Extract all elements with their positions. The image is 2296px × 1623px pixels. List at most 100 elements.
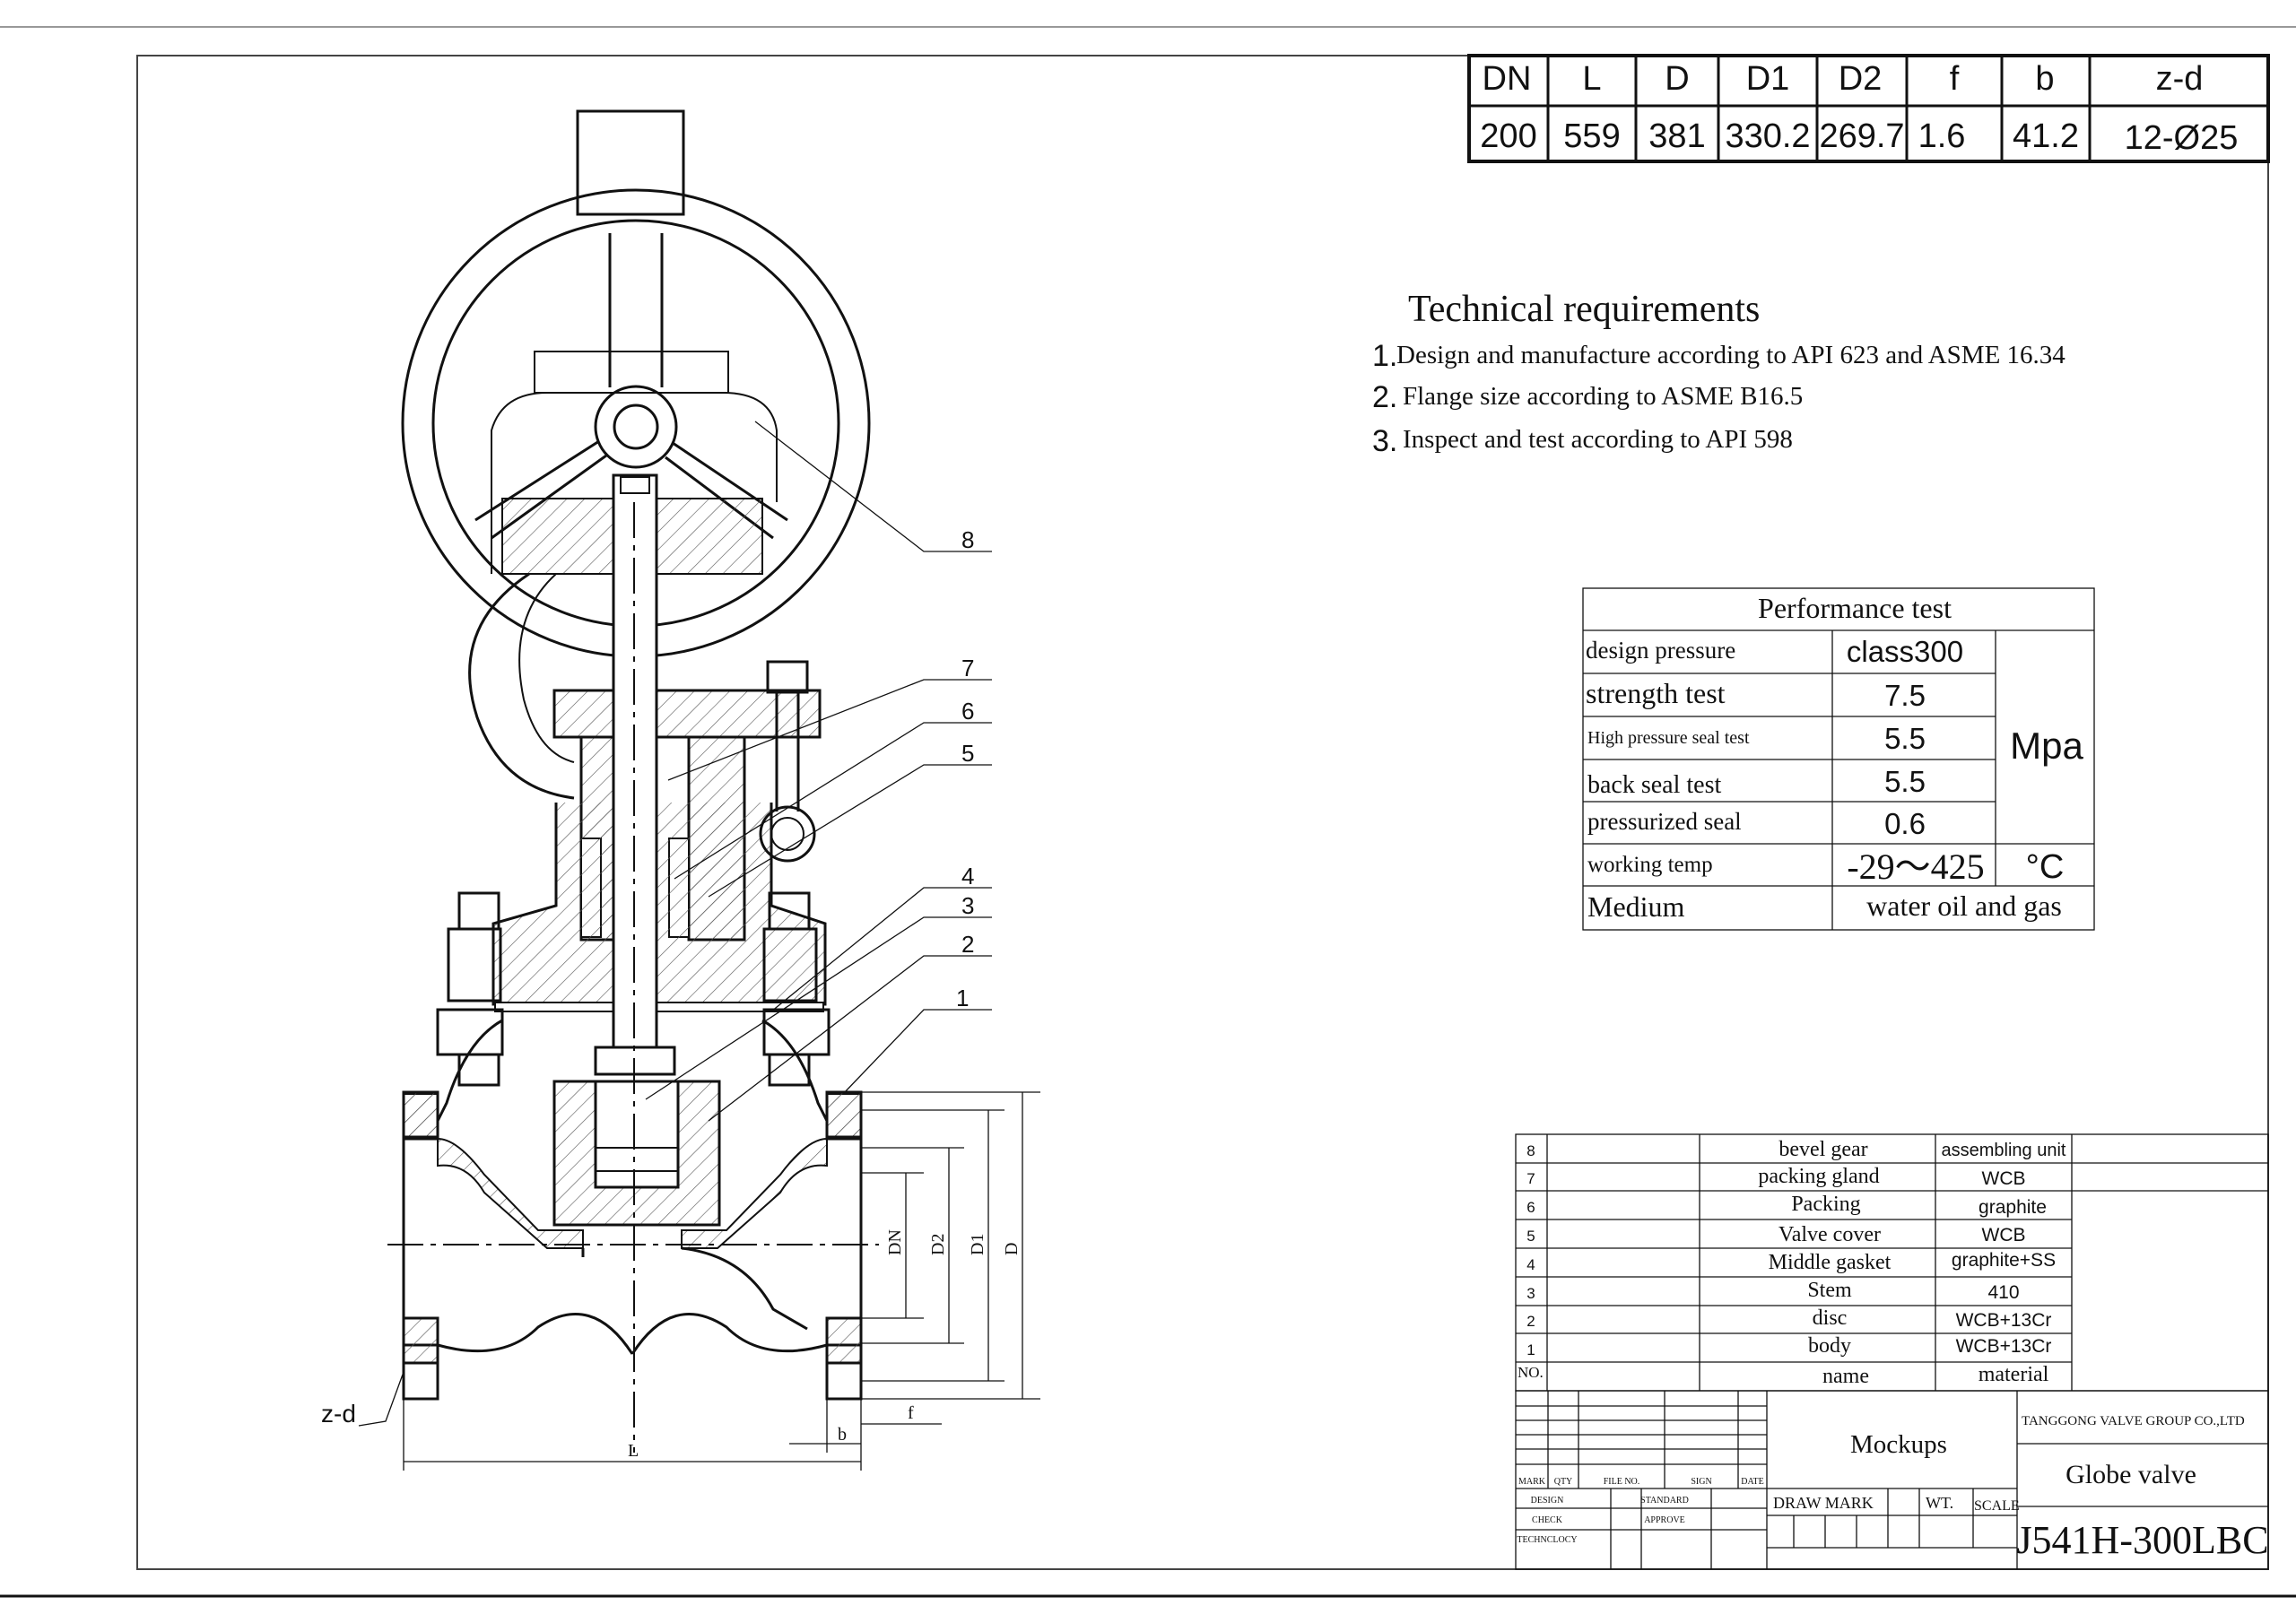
flange-bolt-right xyxy=(825,1361,863,1401)
dim-label-l: L xyxy=(628,1441,639,1461)
dim-value-dn: 200 xyxy=(1480,117,1536,155)
perf-value-pressurized-seal: 0.6 xyxy=(1884,807,1926,840)
disc-seat xyxy=(595,1147,679,1172)
stud-lower-right xyxy=(768,1053,811,1087)
bom-material-2: WCB+13Cr xyxy=(1956,1310,2052,1331)
flange-left-top xyxy=(402,1090,439,1139)
dim-label-f: f xyxy=(908,1403,914,1423)
bom-no-7: 7 xyxy=(1526,1170,1535,1187)
tech-item-3-num: 3. xyxy=(1372,424,1397,458)
bom-name-1: body xyxy=(1808,1334,1851,1358)
stem-top-nut xyxy=(620,476,650,494)
callout-3: 3 xyxy=(961,892,974,919)
dim-label-zd: z-d xyxy=(321,1400,356,1428)
dim-header-d: D xyxy=(1665,60,1689,98)
inner-border xyxy=(136,55,2269,1570)
body-lower-left xyxy=(402,1139,863,1355)
title-block: MARK QTY FILE NO. SIGN DATE DESIGN CHECK… xyxy=(1515,1390,2269,1570)
gland-flange xyxy=(552,689,822,739)
title-product: Globe valve xyxy=(2066,1460,2196,1489)
title-company: TANGGONG VALVE GROUP CO.,LTD xyxy=(2022,1414,2245,1428)
dim-label-d2: D2 xyxy=(928,1234,948,1255)
bom-no-6: 6 xyxy=(1526,1199,1535,1216)
tech-item-2-num: 2. xyxy=(1372,380,1397,414)
disc-inner xyxy=(594,1080,680,1189)
tech-title: Technical requirements xyxy=(1408,289,1760,330)
callout-leaders xyxy=(645,421,992,1122)
dim-label-b: b xyxy=(838,1425,847,1445)
rev-header-mark: MARK xyxy=(1518,1477,1546,1487)
dim-value-d2: 269.7 xyxy=(1819,117,1904,155)
tech-item-1-num: 1. xyxy=(1372,339,1397,373)
title-scale: SCALE xyxy=(1974,1498,2020,1514)
bom-name-6: Packing xyxy=(1791,1193,1860,1216)
flange-right-top xyxy=(825,1090,863,1139)
dim-label-d: D xyxy=(1002,1243,1022,1255)
tech-item-2: Flange size according to ASME B16.5 xyxy=(1403,382,1803,411)
title-mockups: Mockups xyxy=(1850,1430,1947,1459)
rev-header-qty: QTY xyxy=(1554,1477,1573,1487)
bom-name-7: packing gland xyxy=(1758,1165,1879,1188)
bom-no-8: 8 xyxy=(1526,1142,1535,1159)
dim-header-b: b xyxy=(2035,60,2054,98)
middle-gasket xyxy=(494,1002,824,1012)
rev-header-file: FILE NO. xyxy=(1604,1477,1640,1487)
role-check: CHECK xyxy=(1532,1515,1563,1525)
role-approve: APPROVE xyxy=(1644,1515,1685,1525)
flange-bolt-left xyxy=(402,1361,439,1401)
dim-value-zd: 12-Ø25 xyxy=(2125,119,2239,157)
dim-header-f: f xyxy=(1950,60,1960,98)
eyebolt-nut xyxy=(766,660,809,694)
dim-value-l: 559 xyxy=(1563,117,1620,155)
dim-header-d2: D2 xyxy=(1839,60,1883,98)
dimension-lines xyxy=(358,1091,1040,1471)
bom-name-8: bevel gear xyxy=(1779,1138,1867,1161)
perf-unit-mpa: Mpa xyxy=(2010,725,2083,767)
callout-7: 7 xyxy=(961,655,974,681)
perf-label-working-temp: working temp xyxy=(1587,853,1713,877)
handwheel-hub xyxy=(594,385,678,469)
bom-material-5: WCB xyxy=(1982,1225,2026,1245)
title-draw-mark: DRAW MARK xyxy=(1773,1494,1874,1512)
globe-valve-drawing xyxy=(358,109,1040,1471)
dim-label-d1: D1 xyxy=(968,1234,987,1255)
technical-requirements: Technical requirements 1. Design and man… xyxy=(1372,289,2066,458)
bom-material-8: assembling unit xyxy=(1942,1141,2066,1160)
rev-header-date: DATE xyxy=(1741,1477,1764,1487)
callout-2: 2 xyxy=(961,931,974,958)
bom-no-1: 1 xyxy=(1526,1341,1535,1358)
dim-header-l: L xyxy=(1582,60,1601,98)
dim-value-d: 381 xyxy=(1648,117,1705,155)
bonnet-body xyxy=(491,803,827,1006)
eyebolt-pin xyxy=(759,805,816,863)
dim-value-b: 41.2 xyxy=(2013,117,2079,155)
perf-value-design-pressure: class300 xyxy=(1847,635,1963,668)
callout-4: 4 xyxy=(961,863,974,890)
dim-header-zd: z-d xyxy=(2156,60,2204,98)
role-standard: STANDARD xyxy=(1640,1496,1689,1506)
bom-material-3: 410 xyxy=(1987,1282,2019,1303)
bom-material-1: WCB+13Cr xyxy=(1956,1336,2052,1357)
title-wt: WT. xyxy=(1926,1494,1953,1512)
perf-value-back-seal: 5.5 xyxy=(1884,765,1926,798)
callout-8: 8 xyxy=(961,526,974,553)
gear-top-block xyxy=(576,109,685,216)
handwheel-spoke-top xyxy=(608,233,664,387)
bom-header-no: NO. xyxy=(1518,1364,1544,1381)
bom-material-6: graphite xyxy=(1979,1197,2047,1218)
flange-left-bottom xyxy=(402,1316,439,1365)
gear-disc-arc xyxy=(468,572,575,800)
tech-item-3: Inspect and test according to API 598 xyxy=(1403,425,1793,454)
stud-nut-right-bottom xyxy=(762,1008,831,1056)
perf-unit-celsius: °C xyxy=(2026,848,2065,886)
dim-label-dn: DN xyxy=(885,1229,905,1255)
perf-value-working-temp: -29～425 xyxy=(1847,846,1984,887)
perf-value-medium: water oil and gas xyxy=(1866,890,2062,922)
bom-no-2: 2 xyxy=(1526,1313,1535,1330)
perf-label-back-seal: back seal test xyxy=(1587,771,1721,799)
body-seat-lower xyxy=(581,1246,808,1331)
bom-no-3: 3 xyxy=(1526,1285,1535,1302)
bom-header-name: name xyxy=(1822,1365,1869,1388)
bom-no-4: 4 xyxy=(1526,1256,1535,1273)
bom-header-material: material xyxy=(1979,1363,2049,1386)
